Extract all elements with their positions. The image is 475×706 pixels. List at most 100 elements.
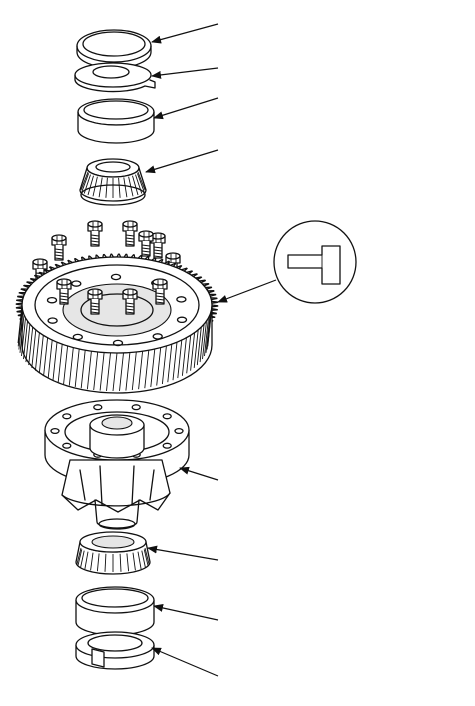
leader-ring-gear	[217, 279, 277, 303]
gear-tooth-flank	[190, 332, 196, 371]
gear-tooth-flank	[17, 308, 23, 347]
gear-tooth-flank	[150, 348, 156, 388]
bearing-roller	[136, 173, 145, 192]
carrier-bolt-hole	[50, 427, 60, 435]
gear-bolt-hole	[176, 296, 187, 303]
bolt-profile-detail-icon	[287, 245, 341, 285]
bearing-roller	[144, 547, 150, 565]
carrier-bolt-hole	[131, 404, 141, 411]
gear-bolt-hole	[46, 296, 58, 304]
carrier-bolt-hole	[174, 427, 184, 435]
gear-bolt-hole	[47, 317, 58, 324]
gear-tooth-flank	[34, 332, 40, 371]
top-retaining-clip	[74, 62, 156, 93]
bottom-tapered-roller-bearing	[75, 531, 151, 575]
leader-bottom-clip	[151, 647, 219, 677]
gear-tooth-flank	[23, 321, 28, 360]
bearing-roller	[118, 177, 121, 198]
gear-tooth-flank	[31, 329, 37, 368]
gear-tooth-flank	[74, 348, 80, 388]
leader-top-race	[153, 97, 219, 120]
leader-top-clip	[151, 67, 219, 79]
leader-lines	[145, 23, 277, 677]
leader-top-shim	[151, 23, 219, 44]
gear-tooth-flank	[172, 342, 178, 381]
bearing-roller	[81, 173, 90, 192]
gear-tooth-flank	[202, 321, 207, 360]
gear-tooth-flank	[57, 344, 63, 383]
gear-tooth-flank	[25, 324, 31, 363]
gear-tooth-flank	[63, 345, 69, 385]
bearing-roller	[87, 175, 94, 196]
bearing-roller	[119, 553, 122, 572]
gear-tooth-flank	[144, 350, 150, 389]
top-bearing-race	[77, 98, 155, 144]
leader-bottom-bearing	[147, 545, 219, 561]
bolt-icon	[152, 278, 168, 305]
bolt-icon	[122, 220, 138, 247]
gear-tooth-flank	[19, 314, 25, 353]
carrier-bolt-hole	[162, 442, 172, 449]
bolt-detail-callout	[273, 220, 357, 304]
gear-tooth-flank	[206, 311, 212, 350]
bearing-roller	[84, 551, 89, 570]
gear-tooth-flank	[181, 337, 187, 376]
gear-tooth-flank	[38, 335, 44, 374]
gear-tooth-flank	[161, 345, 167, 385]
carrier-bolt-hole	[162, 413, 172, 420]
gear-tooth-flank	[80, 350, 86, 389]
gear-tooth-flank	[86, 351, 92, 390]
bolt-icon	[56, 278, 72, 305]
gear-tooth-flank	[186, 335, 192, 374]
gear-bolt-hole	[72, 333, 83, 341]
gear-bolt-hole	[110, 273, 122, 281]
bearing-roller	[126, 553, 130, 572]
gear-tooth-flank	[119, 352, 124, 391]
gear-tooth-flank	[18, 311, 24, 350]
gear-bolt-hole	[71, 280, 82, 287]
gear-tooth-flank	[28, 327, 34, 366]
bolt-icon	[122, 288, 138, 315]
bearing-roller	[123, 177, 128, 198]
leader-carrier	[179, 466, 219, 481]
gear-tooth-flank	[21, 317, 26, 357]
gear-tooth-flank	[43, 337, 49, 376]
top-tapered-roller-bearing	[79, 158, 147, 206]
gear-tooth-flank	[205, 314, 211, 353]
bearing-roller	[98, 177, 103, 198]
bearing-roller	[80, 171, 89, 191]
bearing-roller	[104, 553, 107, 572]
bearing-roller	[105, 177, 108, 198]
gear-tooth-flank	[106, 352, 111, 391]
bottom-bearing-race	[75, 586, 155, 636]
gear-tooth-flank	[125, 352, 131, 391]
gear-tooth-flank	[52, 342, 58, 381]
gear-bolt-hole	[176, 316, 188, 324]
gear-tooth-flank	[177, 340, 183, 379]
bolt-icon	[138, 230, 154, 257]
carrier-bolt-hole	[62, 413, 72, 420]
gear-tooth-flank	[138, 351, 144, 390]
gear-tooth-flank	[204, 317, 209, 357]
gear-tooth-flank	[156, 347, 162, 386]
differential-carrier	[44, 399, 190, 530]
bearing-roller	[143, 549, 149, 566]
gear-tooth-flank	[93, 351, 99, 391]
bearing-roller	[137, 171, 146, 191]
bearing-roller	[77, 549, 83, 566]
helical-ring-gear	[15, 253, 219, 394]
bearing-roller	[132, 175, 139, 196]
bolt-icon	[51, 234, 67, 261]
bearing-roller	[80, 550, 85, 568]
gear-tooth-flank	[193, 329, 199, 368]
gear-tooth-flank	[131, 351, 137, 391]
gear-bolt-hole	[112, 339, 124, 347]
ring-gear-bolts-front	[56, 278, 168, 315]
bearing-roller	[90, 552, 94, 571]
leader-bottom-race	[153, 604, 219, 621]
top-shim-ring	[76, 29, 152, 69]
gear-tooth-flank	[167, 344, 173, 383]
bolt-icon	[87, 288, 103, 315]
gear-tooth-flank	[17, 304, 23, 344]
